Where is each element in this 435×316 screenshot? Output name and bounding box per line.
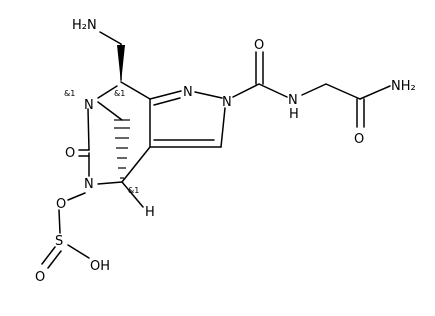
bond-s-o-double-a: [41, 246, 56, 265]
atom-nh2-top: H₂N: [72, 18, 97, 33]
stereo-label-3: &1: [128, 186, 139, 195]
atom-nh-amide-h: H: [289, 107, 299, 122]
bond-bridge-ch2: [97, 101, 123, 121]
bond-c4-h: [121, 181, 144, 208]
wedge-bonds: [97, 45, 130, 179]
bond-c8-c7a: [120, 81, 151, 100]
atom-o-urea: O: [65, 146, 75, 161]
atom-nh2-right: NH₂: [391, 79, 416, 94]
atom-oh: OH: [90, 259, 110, 274]
bond-s-o-double-b: [47, 250, 62, 269]
atom-o-amide: O: [354, 132, 364, 147]
atom-labels: H₂N N N O N H NH₂ O N O N H O S O OH: [35, 18, 416, 285]
atom-n-pyrazole-2: N: [222, 95, 232, 110]
bond-nlower-c4: [97, 181, 123, 185]
bond-nh-ch2b: [301, 83, 327, 96]
bond-o-s: [58, 209, 61, 234]
bond-c7a-n1-double: [153, 97, 181, 106]
bond-cco-nh: [258, 83, 288, 98]
bond-camide-nh2: [359, 85, 391, 100]
bond-nh2-ch2: [99, 31, 122, 45]
atom-o-sulfonyl: O: [35, 270, 45, 285]
bond-n2-c3: [220, 107, 226, 148]
bond-ch2b-camide: [325, 83, 361, 100]
stereo-label-1: &1: [64, 89, 75, 98]
bond-lines: [41, 31, 391, 269]
atom-n-bridge: N: [84, 98, 94, 113]
atom-n-lower: N: [84, 177, 94, 192]
bond-nlower-o: [67, 192, 86, 201]
bond-c3a-c4: [121, 146, 151, 183]
atom-s: S: [55, 234, 63, 249]
stereo-label-2: &1: [114, 89, 125, 98]
atom-nh-amide-n: N: [288, 93, 298, 108]
bond-n2-cco: [232, 83, 260, 98]
bond-s-oh: [67, 244, 90, 259]
bond-n1-n2: [194, 91, 223, 99]
atom-n-pyrazole-top: N: [183, 85, 193, 100]
atom-o-carbonyl: O: [254, 38, 264, 53]
bond-c7a-n1: [149, 90, 182, 100]
atom-h-bridgehead: H: [145, 205, 155, 220]
bond-c8-nbridge: [97, 85, 118, 99]
bond-nbridge-curea: [87, 108, 90, 151]
stereo-labels: &1 &1 &1: [64, 89, 139, 195]
hashed-bridge-bond: [114, 119, 130, 179]
atom-o-sulfate: O: [56, 197, 66, 212]
wedge-c8-ch2: [117, 45, 125, 83]
